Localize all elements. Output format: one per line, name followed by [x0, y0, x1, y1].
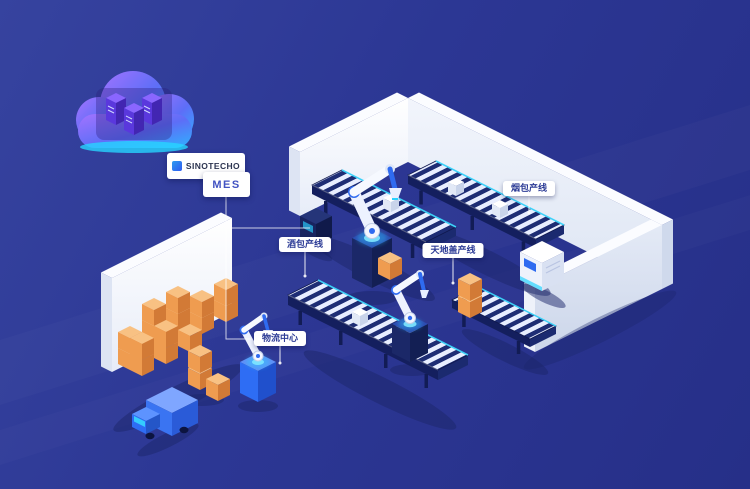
label-leader-lines — [278, 196, 531, 365]
label-cigarette-pack-line: 烟包产线 — [502, 181, 556, 196]
label-wine-pack-line: 酒包产线 — [278, 237, 332, 252]
label-logistics-center: 物流中心 — [253, 331, 307, 346]
robotic-arm-logistics — [239, 312, 276, 402]
sinotecho-label: SINOTECHO — [185, 161, 241, 171]
mes-card: MES — [203, 172, 250, 197]
connection-lines — [225, 197, 310, 340]
label-lid-base-line: 天地盖产线 — [422, 243, 484, 258]
crate — [378, 252, 402, 280]
mes-label: MES — [212, 178, 241, 191]
crate — [458, 273, 482, 301]
delivery-truck — [132, 387, 198, 440]
cloud-computing-icon — [76, 71, 194, 153]
sinotecho-logo-icon — [171, 161, 182, 171]
packaging-machine — [520, 241, 564, 291]
robotic-arm-packing — [391, 270, 429, 362]
